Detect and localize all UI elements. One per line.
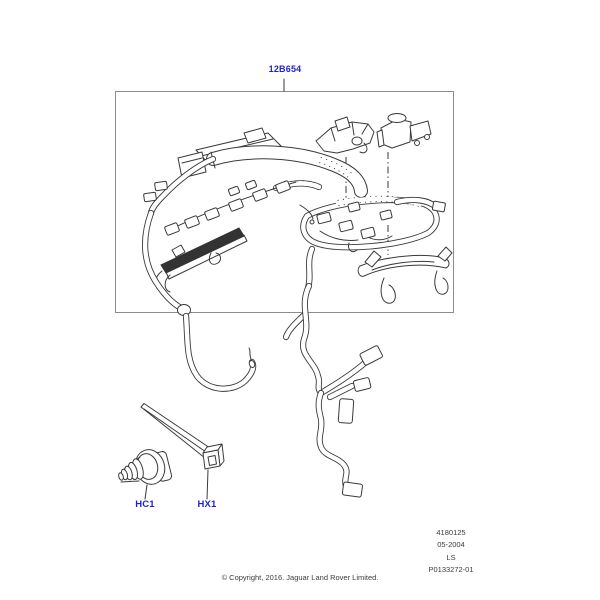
part-number-link-hc1[interactable]: HC1	[135, 499, 155, 510]
hanging-connectors	[286, 249, 383, 498]
harness-rail	[155, 227, 248, 293]
callout-leader-hx1	[206, 469, 209, 500]
catalog-ref-number: 4180125	[436, 528, 466, 537]
callout-leader-hc1	[144, 484, 148, 500]
alignment-lines	[345, 152, 389, 255]
catalog-ref-drawing-id: P0133272-01	[428, 565, 474, 575]
bracket-component-1	[315, 116, 375, 154]
part-number-link-hx1[interactable]: HX1	[197, 499, 217, 510]
lower-bracket-component	[357, 246, 453, 304]
bracket-component-2	[376, 113, 432, 149]
catalog-reference-block: 4180125 05-2004 LS P0133272-01	[401, 527, 501, 577]
cable-tie-illustration	[140, 403, 225, 500]
catalog-ref-model: LS	[446, 552, 456, 562]
harness-assembly-drawing	[143, 113, 453, 389]
catalog-ref-date: 05-2004	[437, 540, 465, 550]
copyright-notice: © Copyright, 2016. Jaguar Land Rover Lim…	[221, 573, 379, 582]
part-number-link-12b654[interactable]: 12B654	[268, 64, 302, 74]
loop-connectors	[299, 200, 446, 253]
connector-row	[143, 179, 291, 236]
pushpin-clip-illustration	[118, 449, 173, 500]
diagram-bounding-box	[115, 91, 454, 313]
